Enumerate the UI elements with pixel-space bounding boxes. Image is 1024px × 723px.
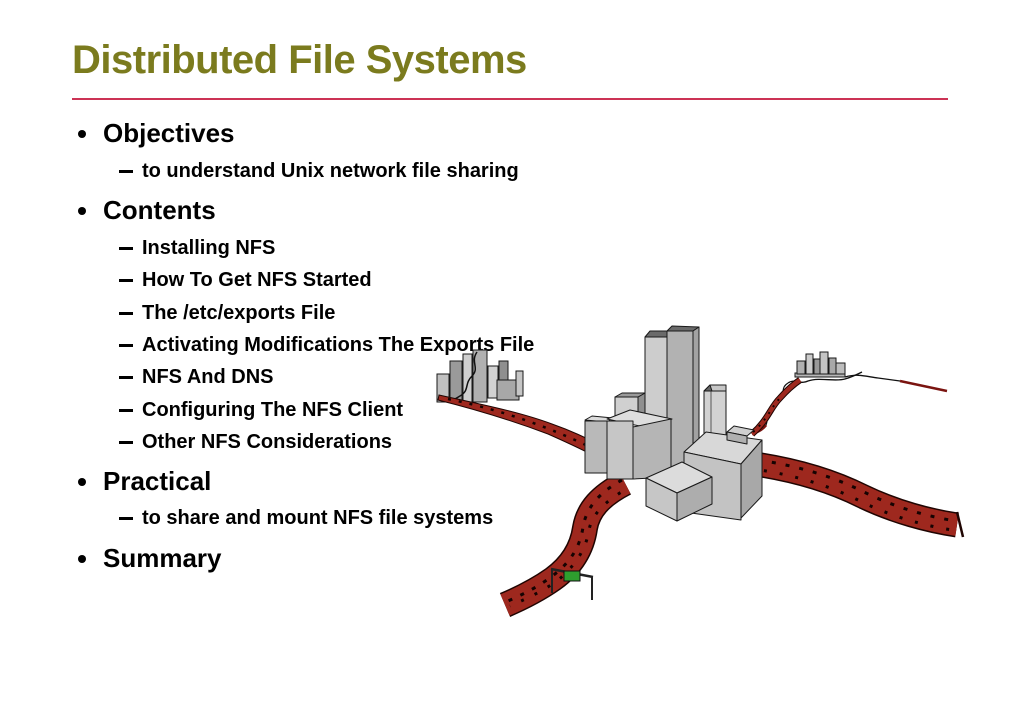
outline-item-label: to understand Unix network file sharing [142, 160, 519, 182]
outline-item-label: to share and mount NFS file systems [142, 507, 494, 529]
road-east [753, 451, 965, 538]
dash-bullet-icon [119, 441, 133, 444]
title-divider-line [72, 98, 948, 100]
outline-item: The /etc/exports File [119, 302, 335, 325]
dash-bullet-icon [119, 312, 133, 315]
outline-item-label: Practical [103, 466, 212, 496]
outline-item-label: Configuring The NFS Client [142, 399, 404, 421]
outline-item: to share and mount NFS file systems [119, 507, 493, 530]
outline-item: NFS And DNS [119, 366, 273, 389]
outline-item: Configuring The NFS Client [119, 399, 403, 422]
outline-item-label: NFS And DNS [142, 366, 274, 388]
outline-item-label: Summary [103, 543, 222, 573]
bullet-dot-icon [78, 555, 86, 563]
outline-item: Practical [78, 466, 212, 497]
road-southwest [499, 471, 632, 617]
outline-item-label: The /etc/exports File [142, 302, 336, 324]
dash-bullet-icon [119, 170, 133, 173]
dash-bullet-icon [119, 517, 133, 520]
outline-item-label: How To Get NFS Started [142, 269, 372, 291]
outline-item-label: Installing NFS [142, 237, 276, 259]
green-sign-icon [563, 570, 581, 582]
bullet-dot-icon [78, 207, 86, 215]
outline-item-label: Contents [103, 195, 216, 225]
road-northwest [437, 394, 599, 459]
outline-item: to understand Unix network file sharing [119, 160, 519, 183]
outline-item: Other NFS Considerations [119, 431, 392, 454]
outline-item: How To Get NFS Started [119, 269, 372, 292]
outline-item: Contents [78, 195, 216, 226]
main-city-buildings [584, 325, 763, 522]
outline-item: Objectives [78, 118, 235, 149]
outline-item: Installing NFS [119, 237, 275, 260]
dash-bullet-icon [119, 409, 133, 412]
dash-bullet-icon [119, 247, 133, 250]
dash-bullet-icon [119, 344, 133, 347]
outline-item: Activating Modifications The Exports Fil… [119, 334, 534, 357]
bullet-dot-icon [78, 478, 86, 486]
road-northeast [749, 377, 802, 437]
slide-title: Distributed File Systems [72, 38, 527, 82]
outline-item-label: Other NFS Considerations [142, 431, 393, 453]
outline-item: Summary [78, 543, 222, 574]
dash-bullet-icon [119, 279, 133, 282]
road-sign-gantry [550, 567, 594, 600]
outline-item-label: Objectives [103, 118, 235, 148]
dash-bullet-icon [119, 376, 133, 379]
outline-item-label: Activating Modifications The Exports Fil… [142, 334, 535, 356]
bullet-dot-icon [78, 130, 86, 138]
small-city-cluster-left [436, 349, 524, 403]
